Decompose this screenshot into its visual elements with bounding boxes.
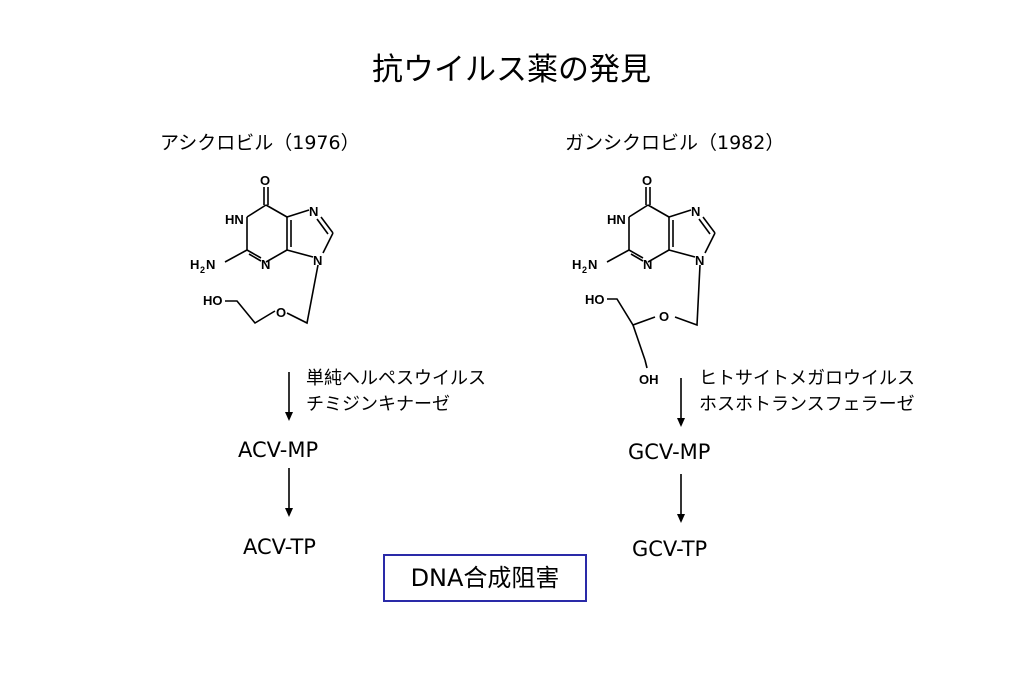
ganciclovir-hydroxyl-top: HO — [585, 292, 605, 307]
ganciclovir-amine-n: N — [588, 257, 597, 272]
acyclovir-n7: N — [309, 204, 318, 219]
ganciclovir-enzyme-line1: ヒトサイトメガロウイルス — [699, 368, 915, 389]
page-title: 抗ウイルス薬の発見 — [372, 52, 651, 88]
acyclovir-amine-n: N — [206, 257, 215, 272]
ganciclovir-carbonyl-o: O — [642, 173, 652, 188]
ganciclovir-n1h: HN — [607, 212, 626, 227]
ganciclovir-arrow-1 — [677, 378, 685, 427]
ganciclovir-structure: O HN N N N H 2 N HO O OH — [572, 173, 716, 387]
ganciclovir-amine-sub: 2 — [582, 265, 587, 275]
ganciclovir-triphosphate: GCV-TP — [632, 537, 708, 561]
acyclovir-arrow-2 — [285, 468, 293, 517]
acyclovir-name: アシクロビル（1976） — [160, 132, 360, 154]
ganciclovir-n7: N — [691, 204, 700, 219]
acyclovir-ether-o: O — [276, 305, 286, 320]
acyclovir-triphosphate: ACV-TP — [243, 535, 316, 559]
ganciclovir-n3: N — [643, 257, 652, 272]
ganciclovir-enzyme-line2: ホスホトランスフェラーゼ — [699, 394, 915, 415]
ganciclovir-amine-h: H — [572, 257, 581, 272]
acyclovir-enzyme-line1: 単純ヘルペスウイルス — [306, 368, 486, 389]
acyclovir-monophosphate: ACV-MP — [238, 438, 319, 462]
acyclovir-amine-sub: 2 — [200, 265, 205, 275]
acyclovir-hydroxyl: HO — [203, 293, 223, 308]
acyclovir-structure: O HN N N N H 2 N HO O — [190, 173, 334, 325]
dna-synthesis-inhibition-box: DNA合成阻害 — [383, 554, 587, 602]
ganciclovir-n9: N — [695, 253, 704, 268]
ganciclovir-name: ガンシクロビル（1982） — [565, 132, 785, 154]
ganciclovir-arrow-2 — [677, 474, 685, 523]
acyclovir-n9: N — [313, 253, 322, 268]
acyclovir-n3: N — [261, 257, 270, 272]
acyclovir-arrow-1 — [285, 372, 293, 421]
acyclovir-enzyme-line2: チミジンキナーゼ — [306, 394, 450, 415]
acyclovir-n1h: HN — [225, 212, 244, 227]
acyclovir-amine-h: H — [190, 257, 199, 272]
ganciclovir-ether-o: O — [659, 309, 669, 324]
ganciclovir-hydroxyl-bottom: OH — [639, 372, 659, 387]
ganciclovir-monophosphate: GCV-MP — [628, 440, 711, 464]
acyclovir-carbonyl-o: O — [260, 173, 270, 188]
